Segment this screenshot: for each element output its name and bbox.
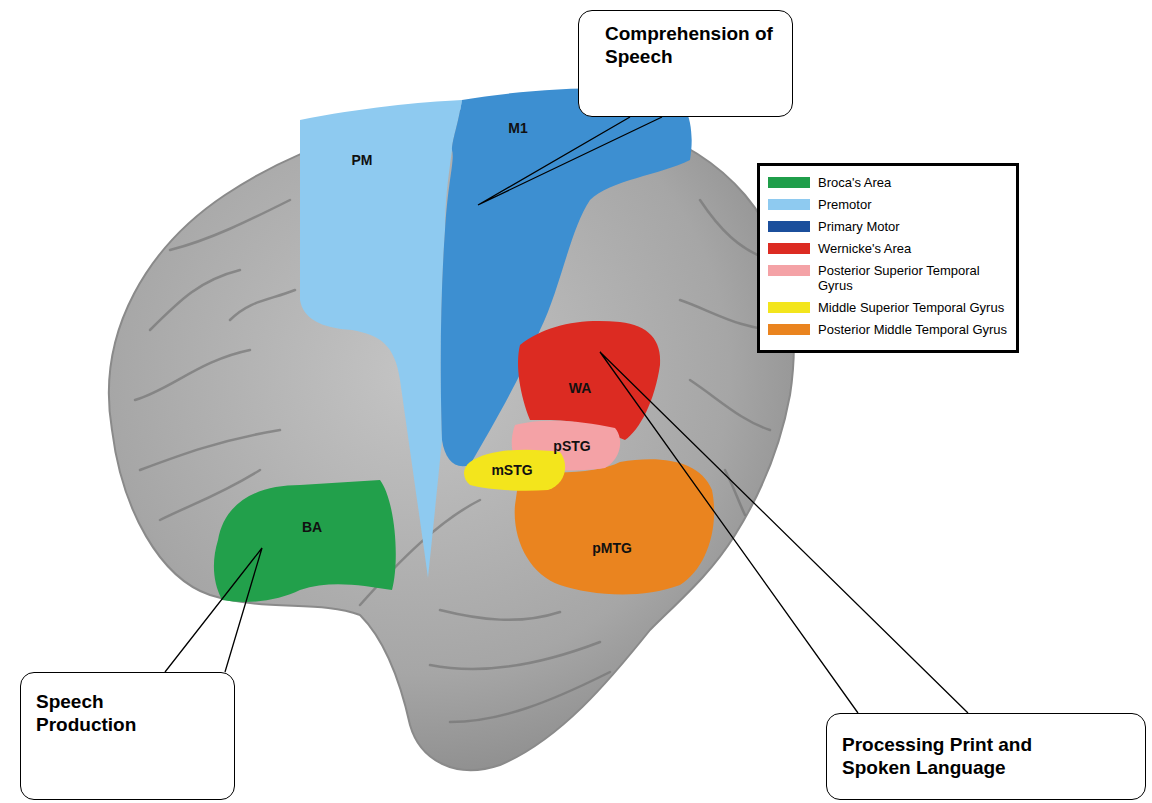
region-label: mSTG xyxy=(491,463,532,477)
primary-motor-region xyxy=(441,88,692,466)
legend-row: Broca's Area xyxy=(768,175,1010,190)
callout-text: Comprehension of Speech xyxy=(605,23,782,69)
callout-tail xyxy=(165,548,262,672)
region-label: WA xyxy=(569,381,592,395)
sulcus xyxy=(230,290,295,320)
legend-text: Wernicke's Area xyxy=(818,241,911,256)
legend-swatch xyxy=(768,243,810,254)
callout-box: Processing Print and Spoken Language xyxy=(826,713,1146,800)
callout-text: Processing Print and Spoken Language xyxy=(842,734,1045,780)
sulcus xyxy=(430,642,600,669)
legend-row: Premotor xyxy=(768,197,1010,212)
legend-text: Premotor xyxy=(818,197,871,212)
region-label: pMTG xyxy=(592,541,632,555)
region-label: PM xyxy=(352,153,373,167)
region-label: M1 xyxy=(508,121,527,135)
sulcus xyxy=(170,200,290,250)
sulcus xyxy=(140,430,280,470)
legend-swatch xyxy=(768,265,810,276)
middle-superior-temporal-region xyxy=(464,450,565,491)
callout-tails xyxy=(165,117,968,713)
legend-text: Middle Superior Temporal Gyrus xyxy=(818,300,1004,315)
legend-text: Primary Motor xyxy=(818,219,900,234)
legend-text: Posterior Superior Temporal Gyrus xyxy=(818,263,1010,293)
sulcus xyxy=(135,350,250,400)
legend-row: Posterior Middle Temporal Gyrus xyxy=(768,322,1010,337)
callout-tail xyxy=(478,117,662,205)
callout-text: Speech Production xyxy=(36,691,174,737)
broca-region xyxy=(214,480,396,602)
legend-row: Primary Motor xyxy=(768,219,1010,234)
legend-swatch xyxy=(768,177,810,188)
sulcus xyxy=(690,380,770,430)
legend-box: Broca's AreaPremotorPrimary MotorWernick… xyxy=(757,163,1019,353)
legend-swatch xyxy=(768,324,810,335)
callout-tail xyxy=(600,352,968,713)
legend-swatch xyxy=(768,302,810,313)
sulcus xyxy=(440,610,560,620)
legend-text: Posterior Middle Temporal Gyrus xyxy=(818,322,1007,337)
sulcus xyxy=(150,270,240,330)
legend-row: Wernicke's Area xyxy=(768,241,1010,256)
region-label: pSTG xyxy=(553,439,590,453)
callout-box: Speech Production xyxy=(20,672,235,800)
sulcus xyxy=(450,672,610,722)
region-label: BA xyxy=(302,520,322,534)
legend-row: Posterior Superior Temporal Gyrus xyxy=(768,263,1010,293)
legend-swatch xyxy=(768,221,810,232)
callout-box: Comprehension of Speech xyxy=(578,10,793,117)
legend-text: Broca's Area xyxy=(818,175,891,190)
legend-swatch xyxy=(768,199,810,210)
legend-row: Middle Superior Temporal Gyrus xyxy=(768,300,1010,315)
